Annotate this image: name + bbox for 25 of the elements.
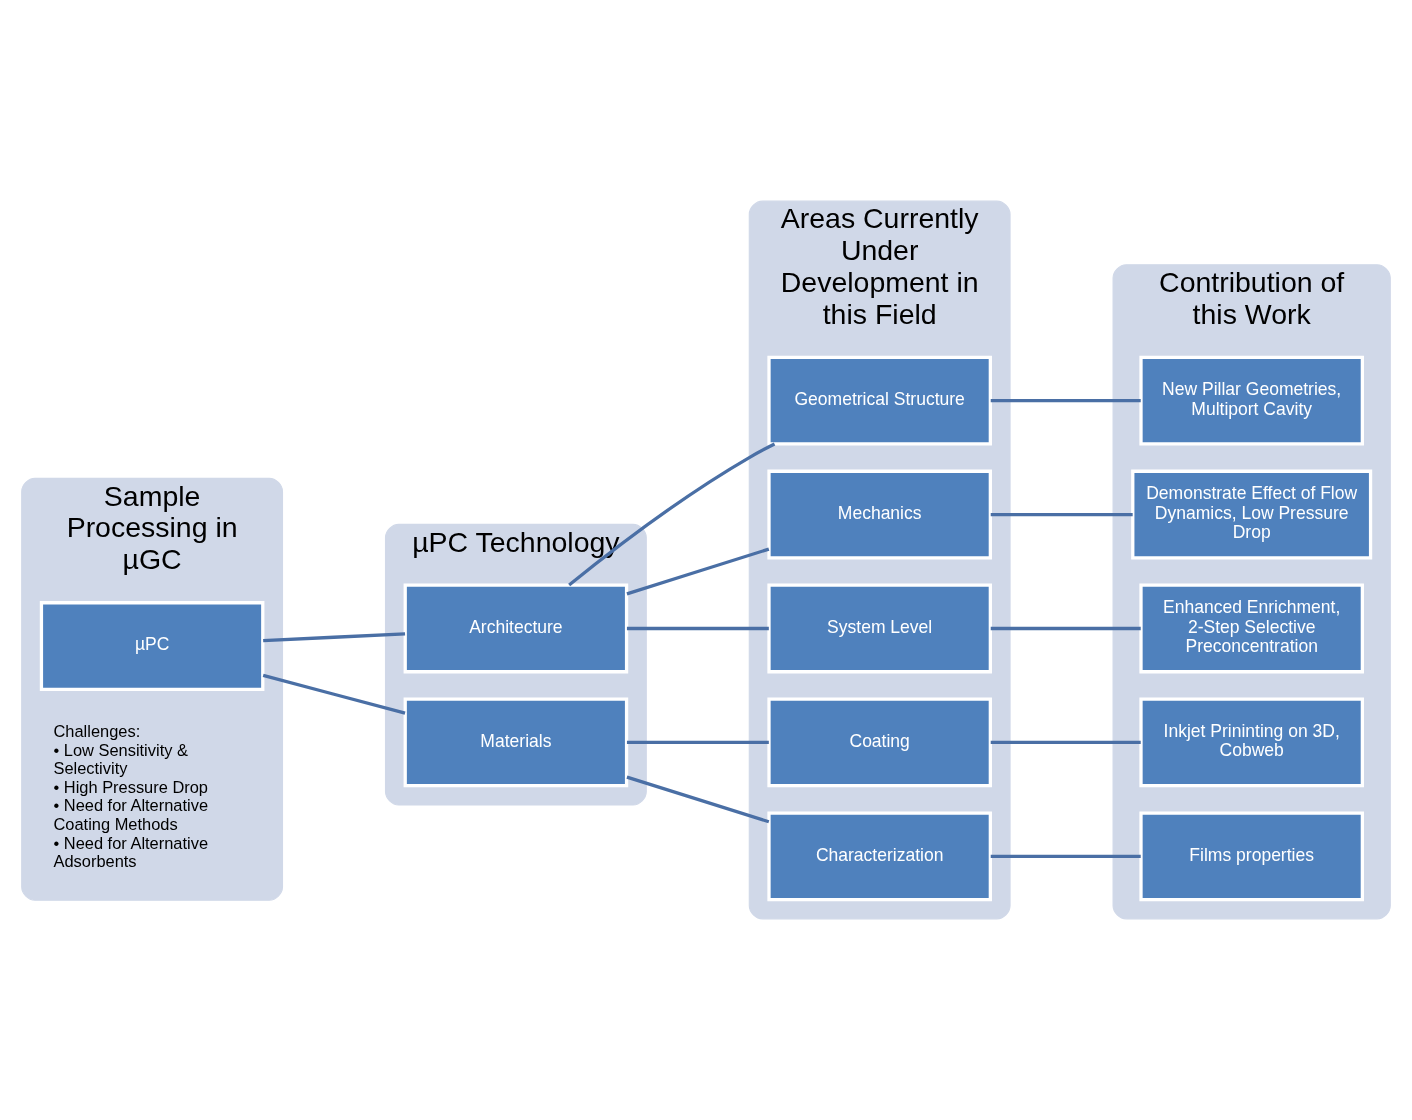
node-box: Demonstrate Effect of Flow Dynamics, Low Pressure Drop xyxy=(1131,469,1373,560)
node-box: Architecture xyxy=(403,583,629,674)
node-box: Coating xyxy=(767,697,992,788)
connector xyxy=(568,442,776,587)
connector xyxy=(626,740,769,745)
connector xyxy=(263,632,406,643)
connector xyxy=(626,775,770,824)
node-box: Inkjet Prininting on 3D, Cobweb xyxy=(1139,697,1364,788)
connector xyxy=(626,547,770,596)
node-box: Materials xyxy=(403,697,629,788)
node-box: Mechanics xyxy=(767,469,992,560)
connector xyxy=(990,854,1141,859)
connector xyxy=(990,740,1141,745)
node-box: System Level xyxy=(767,583,992,674)
node-box: Films properties xyxy=(1139,811,1364,902)
node-box: Characterization xyxy=(767,811,992,902)
node-box: Enhanced Enrichment, 2-Step Selective Preconcentration xyxy=(1139,583,1364,674)
connector xyxy=(990,626,1141,631)
connector xyxy=(990,512,1133,517)
connector xyxy=(626,626,769,631)
node-box: Geometrical Structure xyxy=(767,355,992,446)
node-box: µPC xyxy=(39,601,265,691)
node-box: New Pillar Geometries, Multiport Cavity xyxy=(1139,355,1364,446)
connector xyxy=(262,673,406,715)
connector xyxy=(990,398,1141,403)
